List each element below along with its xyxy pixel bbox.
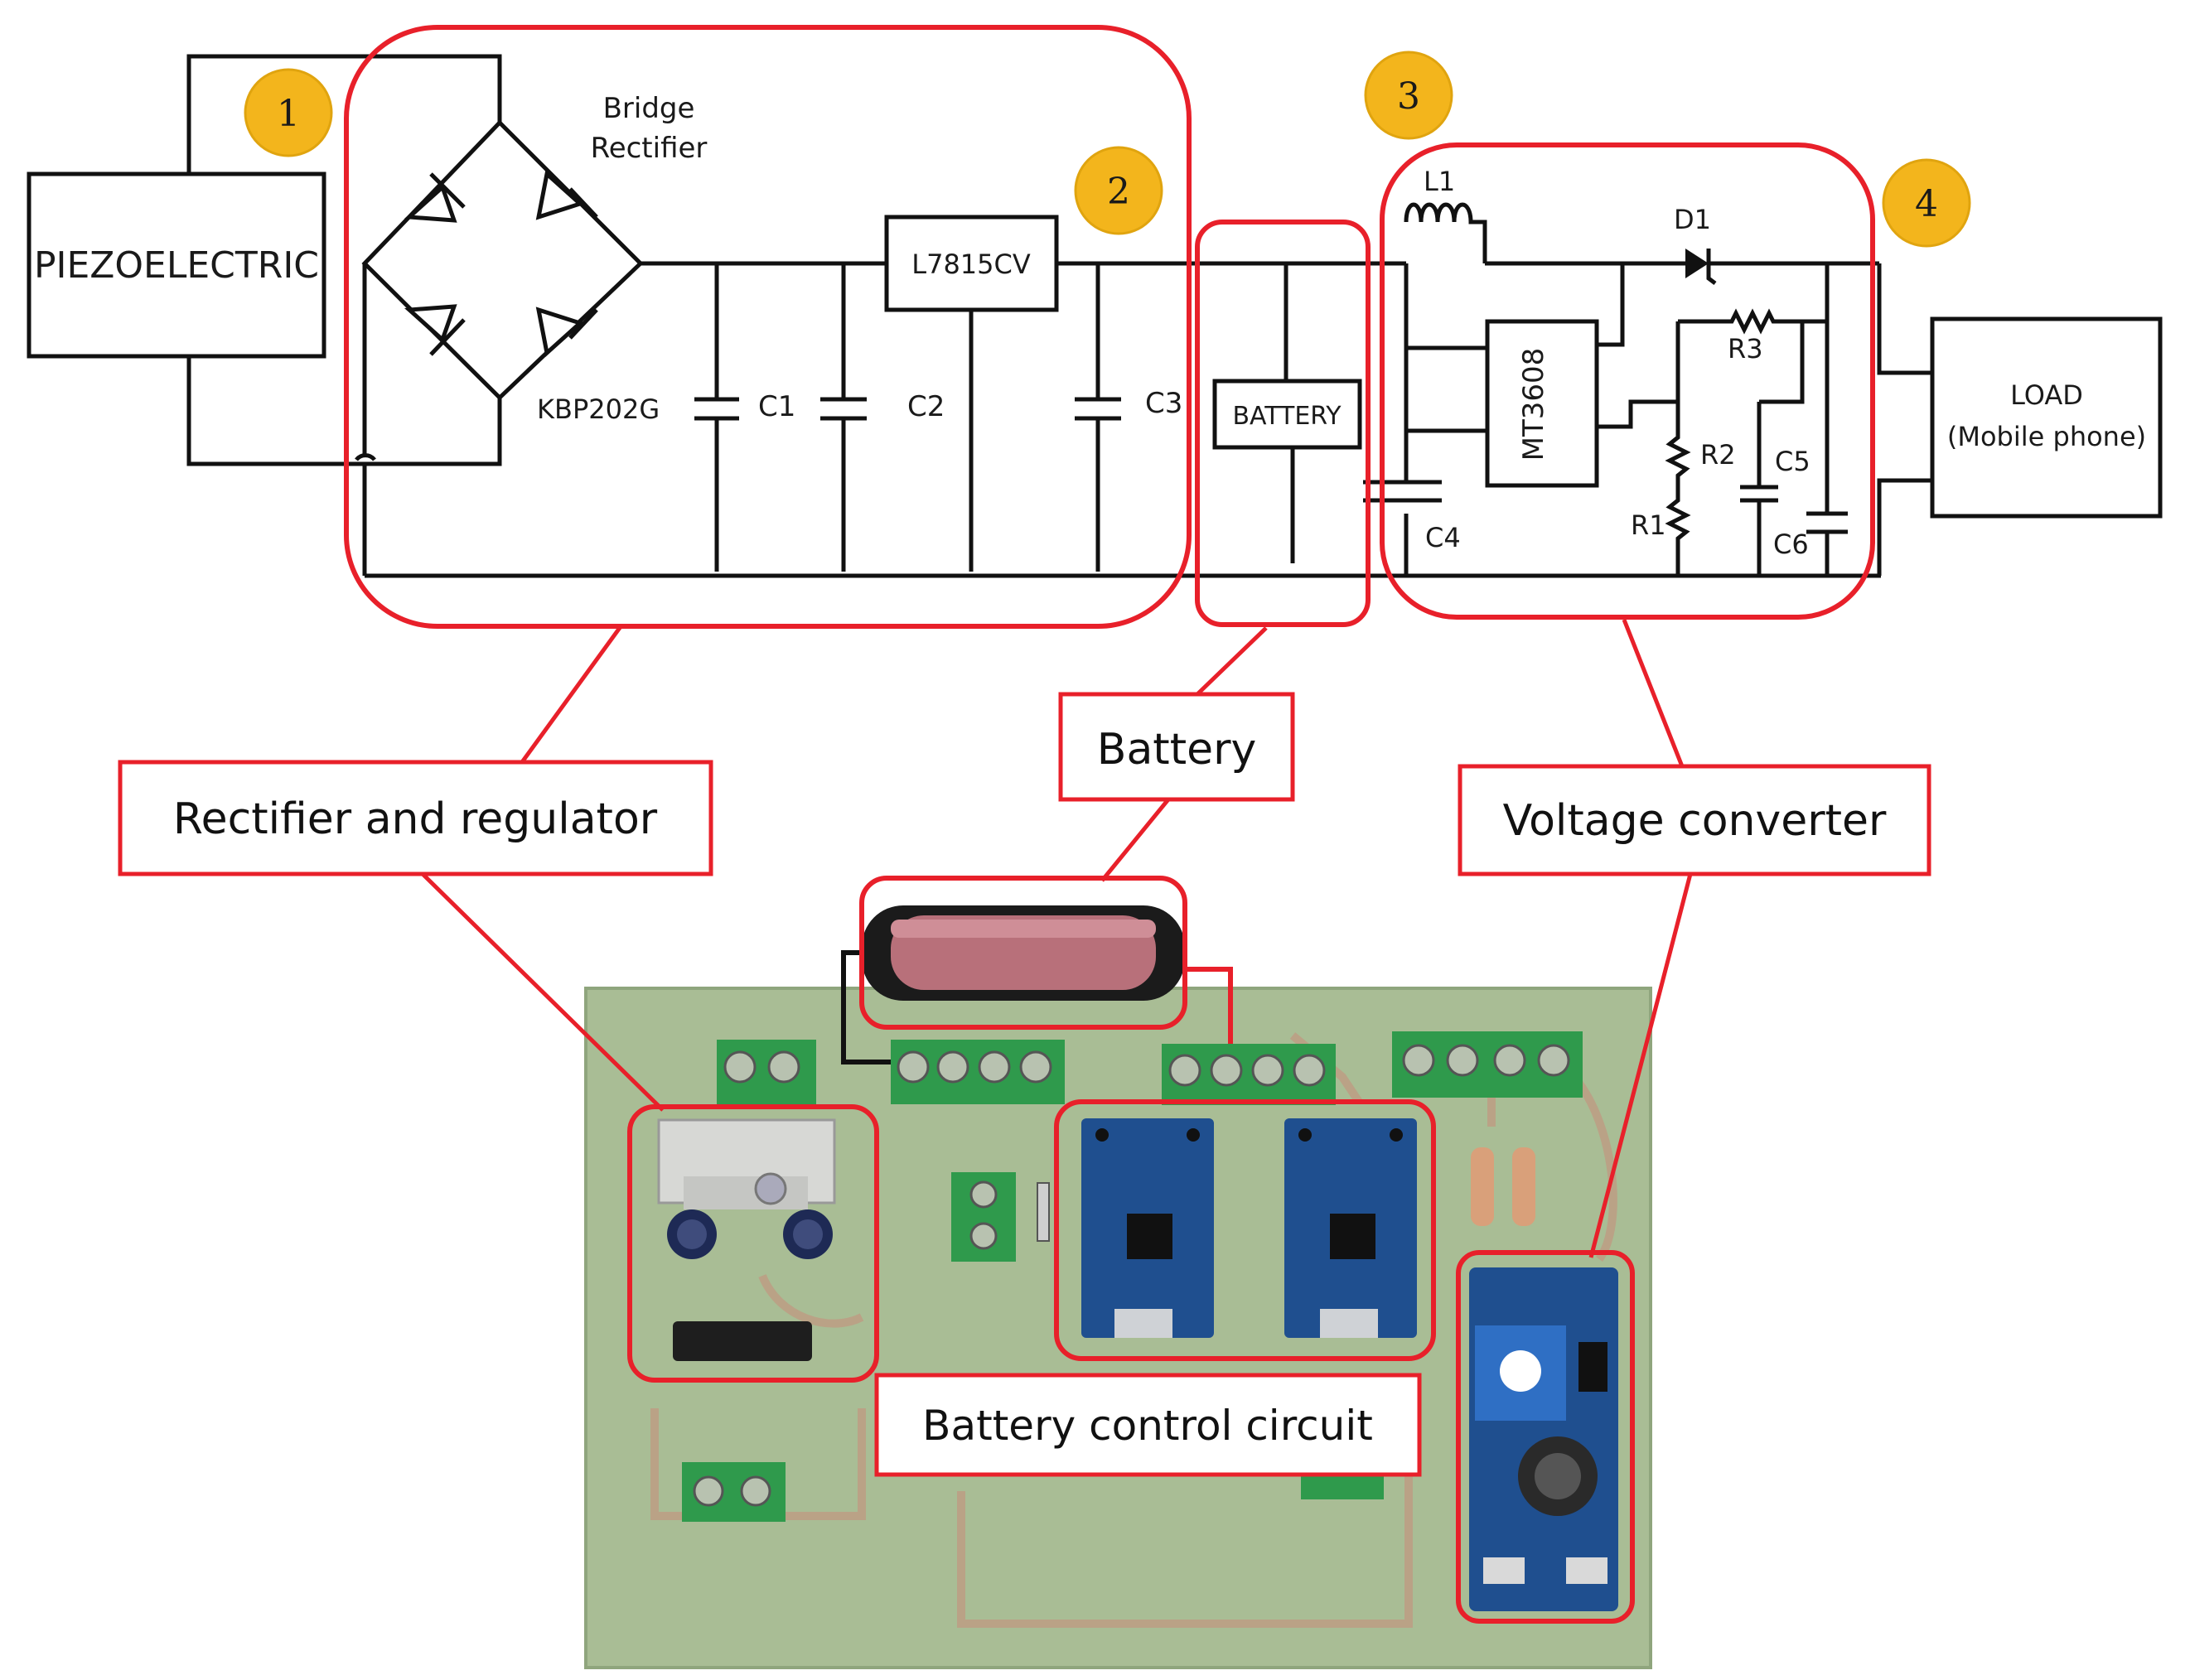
converter-ic: MT3608 bbox=[1485, 319, 1599, 488]
bridge-label: Bridge bbox=[603, 92, 695, 125]
section-badge-1: 1 bbox=[244, 68, 333, 157]
capacitor-c3: C3 bbox=[1075, 263, 1182, 572]
svg-text:4: 4 bbox=[1915, 183, 1938, 225]
c2-label: C2 bbox=[907, 390, 945, 423]
regulator-label: L7815CV bbox=[911, 249, 1031, 280]
battery-block: BATTERY bbox=[1212, 263, 1362, 563]
resistors bbox=[1471, 1147, 1535, 1226]
capacitor-c5: C5 bbox=[1740, 321, 1810, 576]
callout-connectors bbox=[421, 619, 1693, 1258]
voltage-regulator: L7815CV bbox=[884, 215, 1059, 572]
c4-label: C4 bbox=[1425, 522, 1461, 553]
resistor-r1: R1 bbox=[1631, 489, 1691, 576]
section-badge-3: 3 bbox=[1364, 51, 1453, 140]
small-terminals bbox=[682, 1172, 1384, 1522]
c3-label: C3 bbox=[1145, 387, 1182, 420]
converter-highlight bbox=[1380, 142, 1875, 620]
callout-rectifier: Rectifier and regulator bbox=[118, 760, 713, 876]
charging-module-left bbox=[1081, 1118, 1214, 1338]
boost-module bbox=[1469, 1267, 1618, 1611]
pcb-battery-highlight bbox=[859, 876, 1187, 1030]
r1-label: R1 bbox=[1631, 509, 1666, 541]
c5-label: C5 bbox=[1775, 446, 1810, 477]
diode-symbol bbox=[535, 307, 598, 357]
screw-terminals-top bbox=[717, 1031, 1583, 1105]
c1-label: C1 bbox=[758, 390, 795, 423]
resistor-r3: R3 bbox=[1678, 308, 1827, 364]
pcb-charger-highlight bbox=[1054, 1099, 1436, 1361]
svg-text:3: 3 bbox=[1397, 75, 1420, 118]
section-badge-4: 4 bbox=[1882, 158, 1971, 248]
callout-converter-label: Voltage converter bbox=[1503, 796, 1887, 846]
diode-symbol bbox=[404, 304, 466, 356]
r3-label: R3 bbox=[1728, 333, 1763, 364]
bridge-label: Rectifier bbox=[591, 132, 708, 165]
pcb-converter-highlight bbox=[1456, 1250, 1635, 1624]
battery-holder bbox=[841, 905, 1233, 1064]
callout-battery-control-label: Battery control circuit bbox=[922, 1402, 1373, 1450]
boost-converter: C4 L1 D1 MT3608 bbox=[1363, 166, 1932, 576]
diode-symbol bbox=[404, 172, 466, 223]
svg-text:2: 2 bbox=[1107, 171, 1130, 213]
capacitor-c6: C6 bbox=[1773, 263, 1848, 576]
section-badge-2: 2 bbox=[1074, 146, 1163, 235]
bridge-rectifier: Bridge Rectifier KBP202G bbox=[361, 92, 708, 425]
diode-symbol bbox=[535, 170, 598, 220]
callout-battery-label: Battery bbox=[1097, 725, 1256, 775]
svg-text:1: 1 bbox=[277, 93, 300, 135]
rectifier-highlight bbox=[344, 25, 1192, 629]
load-label: LOAD bbox=[2010, 379, 2083, 411]
capacitor-c1: C1 bbox=[694, 263, 795, 572]
pcb-rectifier-highlight bbox=[627, 1104, 879, 1383]
r2-label: R2 bbox=[1700, 439, 1736, 471]
charging-module-right bbox=[1284, 1118, 1417, 1338]
circuit-schematic: PIEZOELECTRIC Bridge bbox=[27, 51, 2163, 578]
bridge-part-label: KBP202G bbox=[537, 393, 660, 425]
resistor-r2: R2 bbox=[1665, 431, 1736, 489]
highlight-regions bbox=[344, 25, 1875, 629]
capacitor-c4: C4 bbox=[1363, 480, 1461, 553]
load-sublabel: (Mobile phone) bbox=[1947, 421, 2146, 452]
piezoelectric-source: PIEZOELECTRIC bbox=[27, 171, 326, 359]
c6-label: C6 bbox=[1773, 529, 1809, 560]
l1-label: L1 bbox=[1424, 166, 1455, 197]
piezoelectric-label: PIEZOELECTRIC bbox=[34, 244, 319, 287]
callout-converter: Voltage converter bbox=[1458, 764, 1931, 876]
callout-battery-control: Battery control circuit bbox=[874, 1373, 1422, 1477]
diode-d1: D1 bbox=[1674, 204, 1717, 285]
regulator-heatsink bbox=[657, 1118, 836, 1361]
callout-rectifier-label: Rectifier and regulator bbox=[173, 794, 658, 844]
d1-label: D1 bbox=[1674, 204, 1711, 235]
pcb-photo bbox=[584, 876, 1652, 1669]
ic-label: MT3608 bbox=[1517, 348, 1550, 461]
load-block: LOAD (Mobile phone) bbox=[1930, 316, 2163, 519]
battery-label: BATTERY bbox=[1232, 402, 1342, 431]
callout-battery: Battery bbox=[1058, 692, 1295, 802]
inductor-l1: L1 bbox=[1404, 166, 1487, 263]
battery-highlight bbox=[1195, 220, 1371, 627]
capacitor-c2: C2 bbox=[820, 263, 945, 572]
